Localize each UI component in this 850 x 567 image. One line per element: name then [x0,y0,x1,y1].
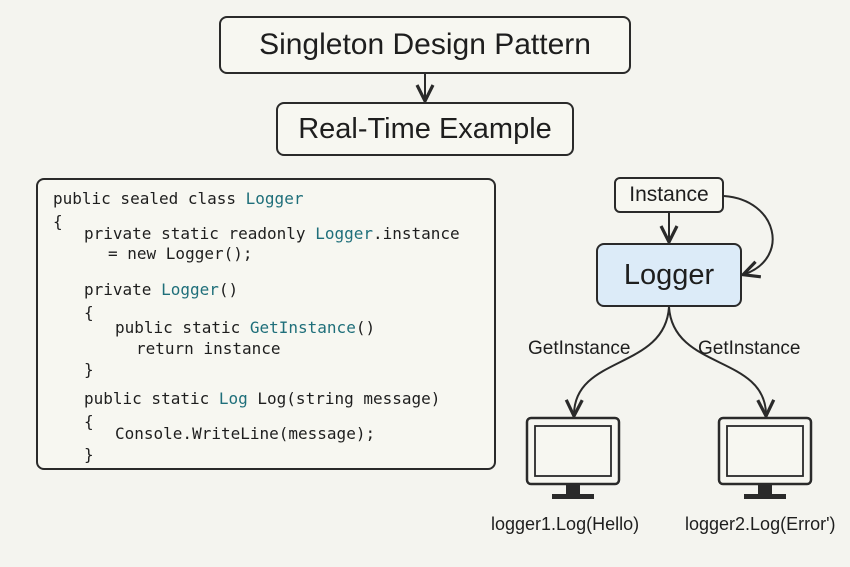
code-line: { [84,304,94,322]
logger-to-client2-arrow [668,306,766,414]
edge-label-left: GetInstance [528,338,631,359]
client2-monitor-icon [717,416,813,499]
client2-label: logger2.Log(Error') [685,514,836,534]
instance-loop-arrow [723,195,774,274]
code-type-token: Logger [245,189,304,208]
code-line: return instance [136,340,281,358]
logger-node-label: Logger [623,258,715,291]
code-token: public static [115,318,250,337]
code-type-token: Logger [315,224,373,243]
code-line: public sealed class Logger [53,190,303,208]
code-line: public static GetInstance() [115,319,375,337]
code-panel: public sealed class Logger { private stati… [36,178,496,470]
diagram-title: Singleton Design Pattern [219,16,631,74]
logger-to-client1-arrow [574,306,670,414]
code-line: Console.WriteLine(message); [115,425,375,443]
code-token: public sealed class [53,189,246,208]
code-line: { [84,413,94,431]
code-token: return instance [136,339,281,358]
code-token: Console.WriteLine(message); [115,424,376,443]
code-token: () [355,318,376,337]
client1-label: logger1.Log(Hello) [491,514,640,534]
code-token: private [84,280,162,299]
code-token: { [84,303,94,322]
edge-label-right: GetInstance [698,338,801,359]
code-token: .instance [372,224,460,243]
code-token: } [84,360,94,379]
logger-node: Logger [596,243,742,307]
code-type-token: Log [218,389,248,408]
code-token: () [218,280,239,299]
diagram-subtitle: Real-Time Example [276,102,574,156]
code-token: Log(string message) [247,389,441,408]
instance-node-label: Instance [629,183,709,206]
code-line: } [84,446,94,464]
diagram-title-text: Singleton Design Pattern [259,28,591,61]
code-token: public static [84,389,219,408]
diagram-subtitle-text: Real-Time Example [298,112,552,145]
client1-monitor-icon [525,416,621,499]
code-type-token: Logger [161,280,219,299]
instance-node: Instance [614,177,724,213]
code-line: { [53,213,63,231]
code-line: public static Log Log(string message) [84,390,440,408]
code-line: private static readonly Logger.instance [84,225,460,243]
code-token: } [84,445,94,464]
code-line: = new Logger(); [108,245,253,263]
code-token: = new Logger(); [108,244,253,263]
code-type-token: GetInstance [249,318,356,337]
code-token: { [84,412,94,431]
code-token: private static readonly [84,224,316,243]
code-line: } [84,361,94,379]
code-token: { [53,212,63,231]
code-line: private Logger() [84,281,238,299]
